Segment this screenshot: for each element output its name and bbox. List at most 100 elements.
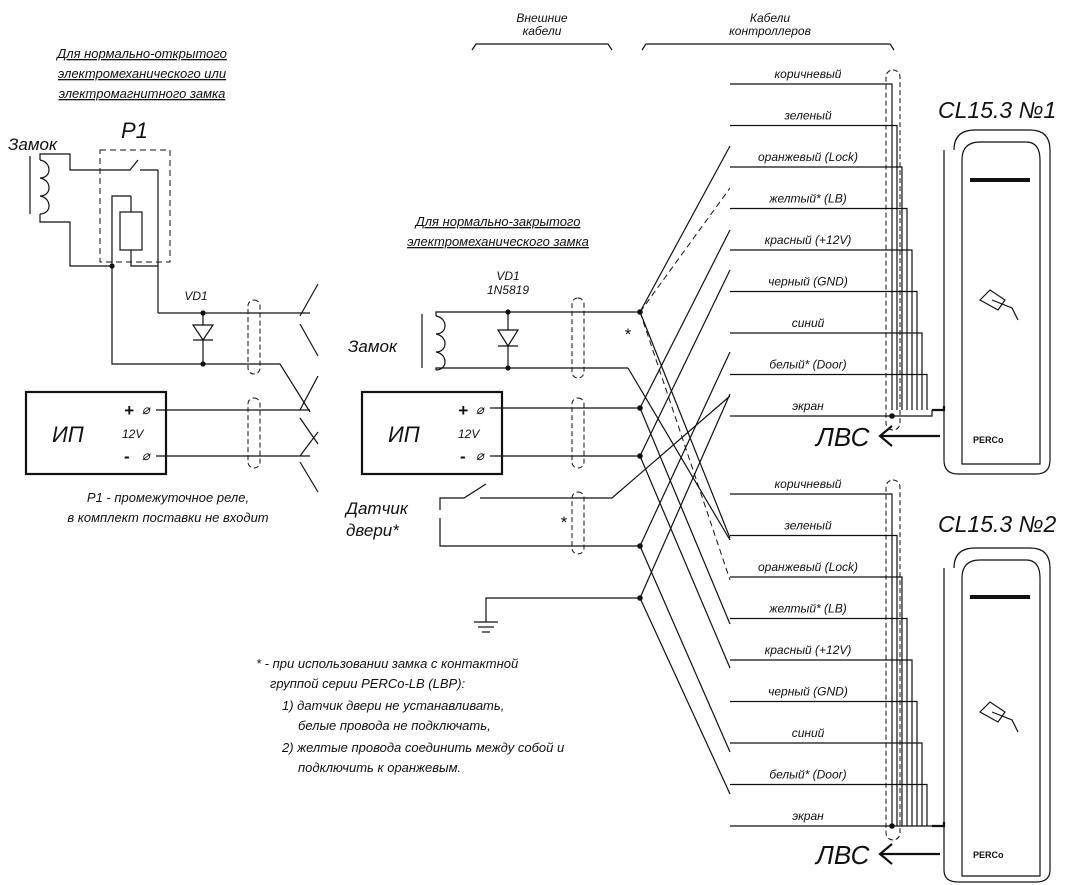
terminal-icon: ⌀ <box>142 402 151 417</box>
footnote-line4: белые провода не подключать, <box>298 718 491 733</box>
controller-2-name: CL15.3 №2 <box>938 511 1056 537</box>
left-psu-voltage: 12V <box>122 427 144 441</box>
middle-diode-part: 1N5819 <box>487 283 529 297</box>
junction <box>889 823 895 829</box>
terminal-icon: ⌀ <box>476 402 485 417</box>
wire-label: коричневый <box>775 67 842 81</box>
middle-lock-label: Замок <box>348 337 398 356</box>
card-icon <box>979 701 1019 733</box>
wire-label: белый* (Door) <box>769 768 846 782</box>
relay-coil-icon <box>119 211 143 251</box>
controller-wire <box>730 700 918 826</box>
wire-label: белый* (Door) <box>769 358 846 372</box>
controller-2-brand: PERCo <box>973 850 1004 860</box>
controller-wire <box>730 373 928 410</box>
left-psu-box <box>24 390 168 476</box>
left-note-line1: Р1 - промежуточное реле, <box>87 490 249 505</box>
left-psu-label: ИП <box>52 422 84 447</box>
controller-trunk <box>932 822 946 828</box>
external-cables-bracket <box>471 43 613 51</box>
fan-in-wires <box>627 145 731 795</box>
middle-title-line1: Для нормально-закрытого <box>414 214 581 229</box>
lock-coil-icon <box>39 159 50 215</box>
left-circuit: Для нормально-открытого электромеханичес… <box>8 46 319 525</box>
junction <box>109 263 115 269</box>
wire-label: синий <box>792 316 825 330</box>
controller-wire <box>730 332 923 410</box>
controller-1-name: CL15.3 №1 <box>938 97 1056 123</box>
wire <box>39 214 112 267</box>
reader-face <box>961 141 1041 465</box>
controller-2: CL15.3 №2 PERCo ЛВС <box>814 511 1056 883</box>
relay-box <box>99 149 171 263</box>
junction <box>889 413 895 419</box>
controller-wire <box>730 493 893 826</box>
wire-label: зеленый <box>783 109 832 123</box>
door-sensor-switch-icon <box>439 483 487 510</box>
header: Внешние кабели Кабели контроллеров <box>471 11 895 51</box>
diode-icon <box>191 324 215 342</box>
lock-coil-icon <box>435 315 446 371</box>
reader-face <box>961 559 1041 877</box>
wire <box>111 266 311 413</box>
middle-psu-plus: + <box>458 401 468 420</box>
controller-wire <box>730 659 913 826</box>
wire-label: желтый* (LB) <box>768 192 846 206</box>
wire-label: черный (GND) <box>768 685 848 699</box>
cable-shield <box>247 299 261 375</box>
break-mark <box>299 417 319 445</box>
controller-1-brand: PERCo <box>973 435 1004 445</box>
terminal-icon: ⌀ <box>142 448 151 463</box>
controller-wire <box>730 534 898 826</box>
cable-shield <box>885 69 901 431</box>
controller-wire <box>730 290 918 410</box>
middle-title-line2: электромеханического замка <box>407 234 589 249</box>
footnote-line2: группой серии PERCo-LB (LBP): <box>270 676 466 691</box>
middle-psu-label: ИП <box>388 422 420 447</box>
footnote-line1: * - при использовании замка с контактной <box>256 656 518 671</box>
controller-1: CL15.3 №1 PERCo ЛВС <box>814 97 1056 475</box>
door-sensor-line1: Датчик <box>344 499 409 518</box>
diode-icon <box>496 329 520 348</box>
wire-label: оранжевый (Lock) <box>758 560 858 574</box>
controller-1-lan: ЛВС <box>814 422 870 452</box>
left-psu-plus: + <box>124 401 134 420</box>
break-mark <box>299 461 319 493</box>
controller-trunk <box>932 406 946 412</box>
cable-shield <box>571 397 585 469</box>
wire <box>439 518 640 547</box>
wire-label: желтый* (LB) <box>768 602 846 616</box>
controller-cables-line2: контроллеров <box>729 24 811 38</box>
left-note-line2: в комплект поставки не входит <box>67 510 268 525</box>
left-title-line1: Для нормально-открытого <box>55 46 227 61</box>
cable-shield <box>571 297 585 379</box>
controller-wire <box>730 742 923 826</box>
wire <box>485 597 640 622</box>
reader-led <box>970 595 1030 599</box>
controller-cables-line1: Кабели <box>750 11 791 25</box>
controller-wire <box>730 83 893 410</box>
middle-circuit: Для нормально-закрытого электромеханичес… <box>344 214 731 633</box>
left-title-line2: электромеханического или <box>58 66 226 81</box>
footnote-line6: подключить к оранжевым. <box>298 760 461 775</box>
wire-label: черный (GND) <box>768 275 848 289</box>
break-mark <box>299 375 319 411</box>
middle-psu-box <box>360 390 504 476</box>
lan-arrow-icon <box>878 425 940 447</box>
wire <box>39 153 100 171</box>
terminal-icon: ⌀ <box>476 448 485 463</box>
external-cables-line1: Внешние <box>516 11 568 25</box>
middle-psu-voltage: 12V <box>458 427 480 441</box>
lan-arrow-icon <box>878 843 940 865</box>
wire <box>435 311 640 316</box>
external-cables-line2: кабели <box>523 24 562 38</box>
asterisk-mark: * <box>624 325 632 344</box>
wire <box>435 367 628 370</box>
controller-wire <box>730 249 913 410</box>
wire-label: зеленый <box>783 519 832 533</box>
left-diode-label: VD1 <box>184 289 207 303</box>
controller-wire <box>730 207 908 410</box>
middle-psu-minus: - <box>460 447 466 466</box>
